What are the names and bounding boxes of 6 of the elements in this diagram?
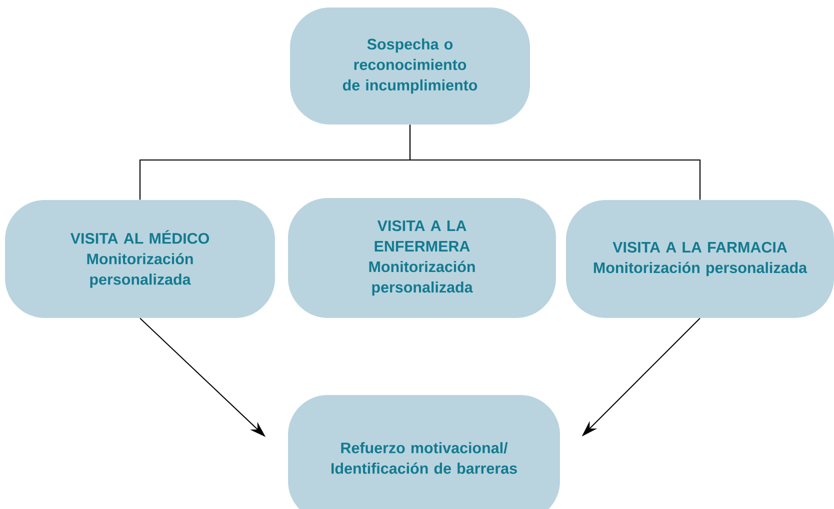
process-box: VISITA A LA FARMACIA Monitorización personalizada — [566, 200, 834, 318]
process-box: VISITA A LA ENFERMERA Monitorización personalizada — [288, 198, 556, 318]
process-box: VISITA AL MÉDICO Monitorización personalizada — [5, 200, 275, 318]
process-box: Refuerzo motivacional/ Identificación de barreras — [288, 395, 560, 509]
process-box: Sospecha o reconocimiento de incumplimiento — [290, 8, 530, 124]
connector — [409, 124, 701, 200]
